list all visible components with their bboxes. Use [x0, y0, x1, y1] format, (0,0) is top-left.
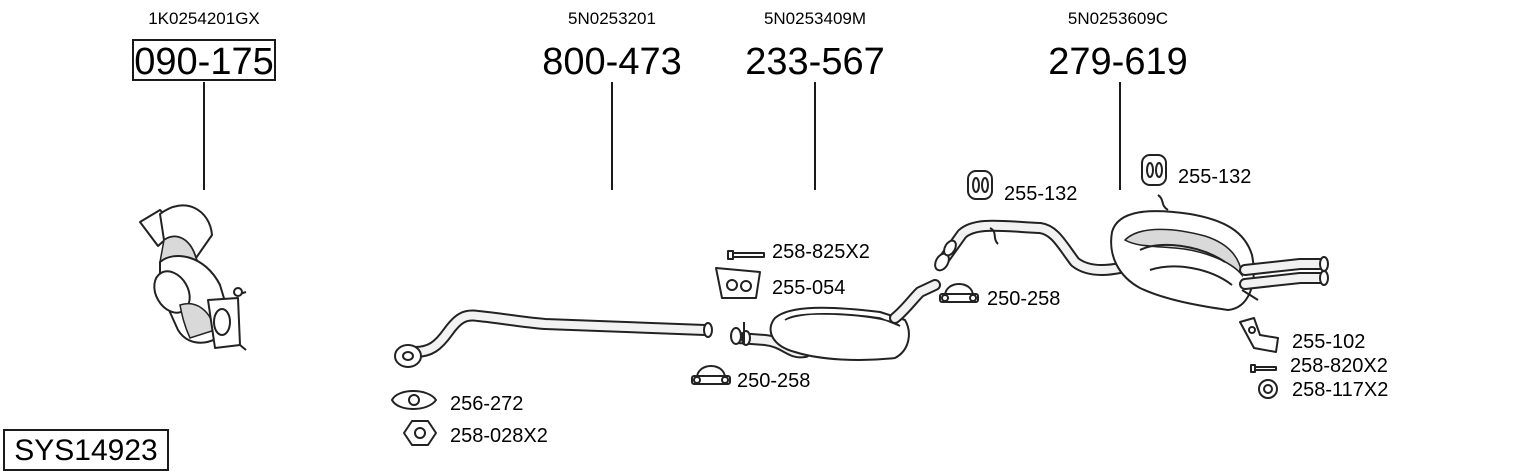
clamp-rear-icon[interactable]: [939, 283, 979, 303]
rubber-mount-icon[interactable]: [715, 267, 761, 299]
label-bolt-mid[interactable]: 258-825X2: [772, 241, 870, 263]
label-gasket[interactable]: 256-272: [450, 393, 523, 415]
label-hanger-right[interactable]: 255-132: [1178, 166, 1251, 188]
diagram-id: SYS14923: [14, 434, 157, 467]
bolt-icon[interactable]: [727, 250, 765, 260]
diagram-id-box: [3, 429, 169, 471]
bolt-rear-icon[interactable]: [1250, 364, 1277, 373]
label-clamp-rear[interactable]: 250-258: [987, 288, 1060, 310]
rear-silencer-drawing[interactable]: [932, 194, 1329, 311]
label-nut[interactable]: 258-028X2: [450, 425, 548, 447]
part-number-catalytic-converter[interactable]: 090-175: [134, 41, 273, 83]
label-bolt-rear[interactable]: 258-820X2: [1290, 355, 1388, 377]
oem-center-silencer: 5N0253409M: [764, 9, 866, 28]
oem-front-pipe: 5N0253201: [568, 9, 656, 28]
gasket-icon[interactable]: [391, 390, 437, 410]
clamp-front-icon[interactable]: [691, 365, 731, 385]
label-rubber-mount-mid[interactable]: 255-054: [772, 277, 845, 299]
nut-icon[interactable]: [403, 420, 437, 446]
label-hanger-left[interactable]: 255-132: [1004, 183, 1077, 205]
label-bracket-rear[interactable]: 255-102: [1292, 331, 1365, 353]
hanger-left-icon[interactable]: [967, 170, 993, 200]
hanger-right-icon[interactable]: [1141, 154, 1167, 186]
washer-icon[interactable]: [1258, 379, 1278, 399]
label-clamp-front[interactable]: 250-258: [737, 370, 810, 392]
bracket-icon[interactable]: [1239, 317, 1279, 353]
front-pipe-drawing[interactable]: [394, 309, 713, 368]
center-silencer-drawing[interactable]: [730, 279, 941, 361]
catalytic-converter-drawing[interactable]: [139, 204, 247, 351]
label-washer-rear[interactable]: 258-117X2: [1292, 379, 1388, 401]
part-number-rear-silencer[interactable]: 279-619: [1048, 41, 1187, 83]
highlight-box: [132, 39, 276, 81]
oem-catalytic-converter: 1K0254201GX: [148, 9, 260, 28]
part-number-center-silencer[interactable]: 233-567: [745, 41, 884, 83]
part-number-front-pipe[interactable]: 800-473: [542, 41, 681, 83]
oem-rear-silencer: 5N0253609C: [1068, 9, 1168, 28]
